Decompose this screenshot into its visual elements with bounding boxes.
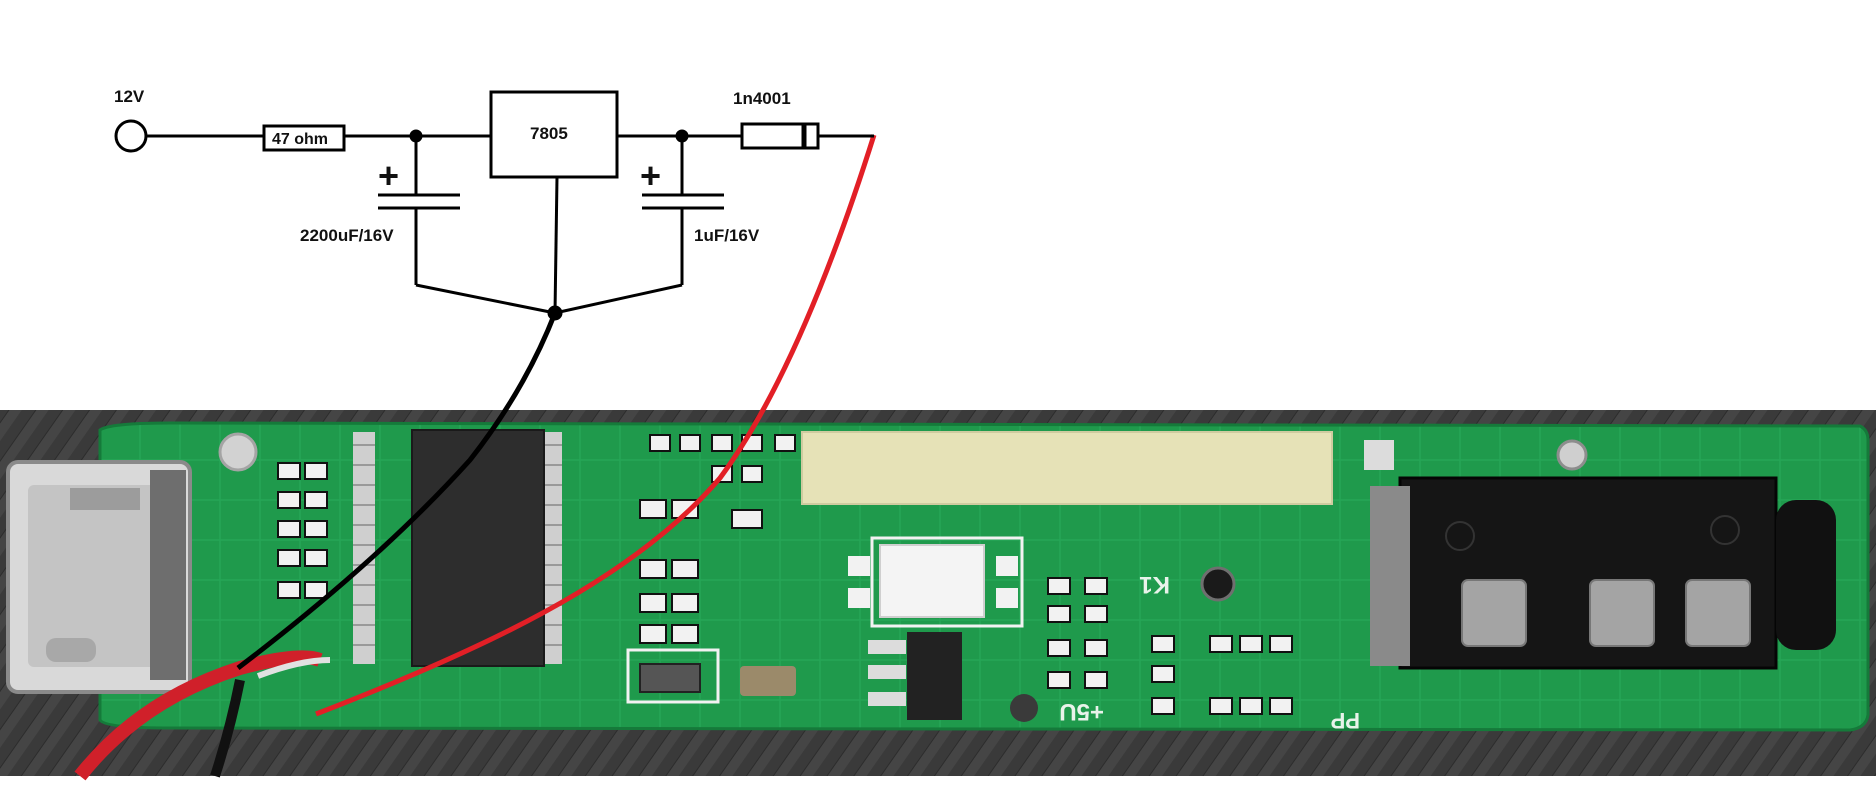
capacitor-1uf-plus: +: [640, 155, 661, 196]
mounting-hole: [218, 432, 258, 472]
smd-components-right: [1047, 577, 1293, 715]
regulator-7805: [489, 90, 619, 179]
schematic: [114, 90, 874, 321]
mounting-hole: [1556, 439, 1588, 471]
resistor: [262, 124, 346, 152]
silkscreen-5v-label: +5U: [1059, 698, 1104, 725]
positive-wire: [315, 134, 877, 717]
black-wire-stub: [210, 679, 245, 778]
red-wire-stub: [256, 657, 331, 679]
input-terminal: [114, 119, 148, 153]
silkscreen-k1-label: K1: [1139, 571, 1170, 598]
red-wire-stub: [74, 650, 323, 781]
input-voltage-label: 12V: [114, 87, 145, 106]
sot-transistor: [868, 632, 962, 720]
test-point: [1010, 694, 1038, 722]
tact-switch-k1: [1200, 566, 1236, 602]
capacitor-2200uf-plus: +: [378, 155, 399, 196]
ground-wire: [236, 312, 558, 670]
capacitor-2200uf-label: 2200uF/16V: [300, 226, 394, 245]
board-photo: K1 +5U PP: [0, 410, 1876, 781]
diode: [740, 122, 820, 150]
smd-resistor-cluster-left: [277, 462, 328, 599]
audio-jack: [1364, 440, 1836, 670]
white-led: [848, 536, 1024, 628]
pcb-antenna-strip: [801, 431, 1333, 505]
ground-junction: [547, 305, 563, 321]
smd-inductor: [626, 648, 796, 704]
usb-connector: [6, 460, 192, 694]
diode-label: 1n4001: [733, 89, 791, 108]
regulator-label: 7805: [530, 124, 568, 143]
silkscreen-pp-label: PP: [1331, 708, 1360, 733]
capacitor-1uf-label: 1uF/16V: [694, 226, 760, 245]
resistor-label: 47 ohm: [272, 131, 328, 148]
